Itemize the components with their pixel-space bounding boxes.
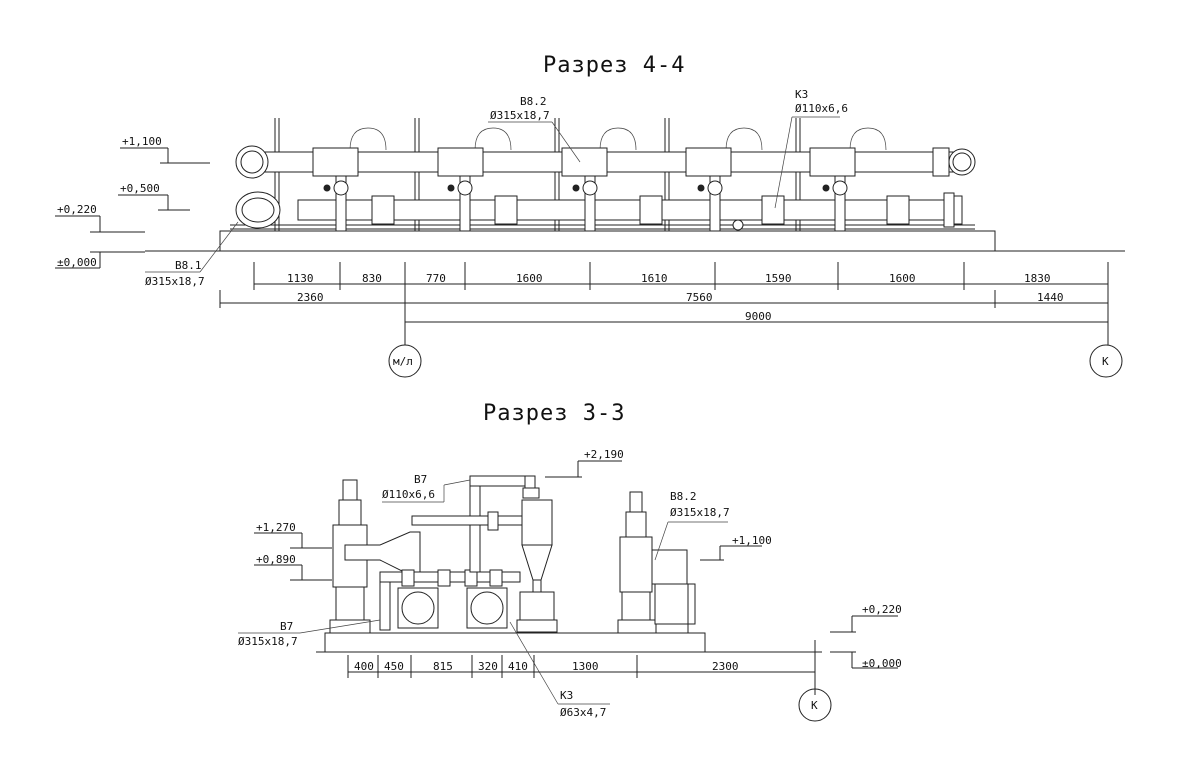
pipe-label-b82: В8.2 Ø315x18,7 [488,95,581,163]
pipe-riser-b7 [411,475,540,573]
dimension-label: 2360 [297,291,324,304]
dimension-label: 1300 [572,660,599,673]
pipe-label-b82-bottom: В8.2 Ø315x18,7 [654,490,730,561]
elevation-label: +0,500 [120,182,160,195]
axis-marker-ml: м/л [388,344,422,378]
collector-pipe-upper [235,145,976,179]
pipe-size: Ø315x18,7 [238,635,298,648]
elevation-label: +0,220 [862,603,902,616]
section-3-3-title: Разрез 3-3 [483,401,625,426]
section-4-4: Разрез 4-4 [55,53,1125,378]
pipe-size: Ø110x6,6 [795,102,848,115]
axis-marker-k: К [1089,344,1123,378]
dimension-label: 400 [354,660,374,673]
foundation-slab [324,632,706,653]
elevation-label: +1,100 [122,135,162,148]
elevation-label: +1,270 [256,521,296,534]
elevation-marks-top: +1,100 +0,500 +0,220 ±0,000 [55,135,210,269]
pipe-size: Ø315x18,7 [145,275,205,288]
pipe-size: Ø315x18,7 [670,506,730,519]
filter-tank [516,499,558,633]
elevation-label: +1,100 [732,534,772,547]
pipe-code: В8.2 [670,490,697,503]
elevation-label: +2,190 [584,448,624,461]
dimension-label: 1610 [641,272,668,285]
elevation-label: ±0,000 [57,256,97,269]
dimension-label: 320 [478,660,498,673]
section-4-4-title: Разрез 4-4 [543,53,685,78]
elevation-label: ±0,000 [862,657,902,670]
axis-label: К [1102,355,1109,368]
pipe-code: В7 [414,473,427,486]
dimension-chain-2: 2360 7560 1440 [219,290,1109,308]
pipe-code: В8.2 [520,95,547,108]
dimension-label: 1440 [1037,291,1064,304]
pipe-code: В7 [280,620,293,633]
pump-hoods [349,127,887,151]
dimension-label: 450 [384,660,404,673]
dimension-label: 7560 [686,291,713,304]
axis-label: м/л [393,355,413,368]
dimension-label: 770 [426,272,446,285]
pipe-code: К3 [560,689,573,702]
dimension-label: 1830 [1024,272,1051,285]
pipe-size: Ø315x18,7 [490,109,550,122]
dimension-label: 9000 [745,310,772,323]
pumps-center [379,569,521,631]
pump-risers [323,175,848,232]
dimension-label: 1600 [889,272,916,285]
elevation-label: +0,220 [57,203,97,216]
dimension-label: 830 [362,272,382,285]
dimension-label: 2300 [712,660,739,673]
axis-label: К [811,699,818,712]
pipe-label-b81: В8.1 Ø315x18,7 [145,221,239,288]
dimension-label: 410 [508,660,528,673]
pipe-code: К3 [795,88,808,101]
foundation-slab [219,230,996,252]
dimension-chain-1: 1130 830 770 1600 1610 1590 1600 1830 [253,262,1109,290]
elevation-label: +0,890 [256,553,296,566]
pump-unit-right [617,491,696,634]
pipe-size: Ø63x4,7 [560,706,606,719]
dimension-label: 1590 [765,272,792,285]
dimension-label: 815 [433,660,453,673]
elevation-marks-bottom: +2,190 +1,270 +0,890 +1,100 +0,220 ±0,00… [254,448,902,670]
axis-marker-k-bottom: К [798,688,832,722]
dimension-chain-bottom: 400 450 815 320 410 1300 2300 [347,640,816,695]
pipe-label-k3: К3 Ø110x6,6 [774,88,848,209]
dimension-label: 1600 [516,272,543,285]
dimension-label: 1130 [287,272,314,285]
pipe-size: Ø110x6,6 [382,488,435,501]
dimension-chain-3: 9000 [404,308,1109,345]
pipe-label-k3-bottom: К3 Ø63x4,7 [509,621,610,719]
support-frame [230,118,975,231]
pipe-label-b7-top: В7 Ø110x6,6 [382,473,471,503]
section-3-3: Разрез 3-3 [238,401,902,722]
pipe-label-b7-left: В7 Ø315x18,7 [238,619,381,648]
pipe-code: В8.1 [175,259,202,272]
